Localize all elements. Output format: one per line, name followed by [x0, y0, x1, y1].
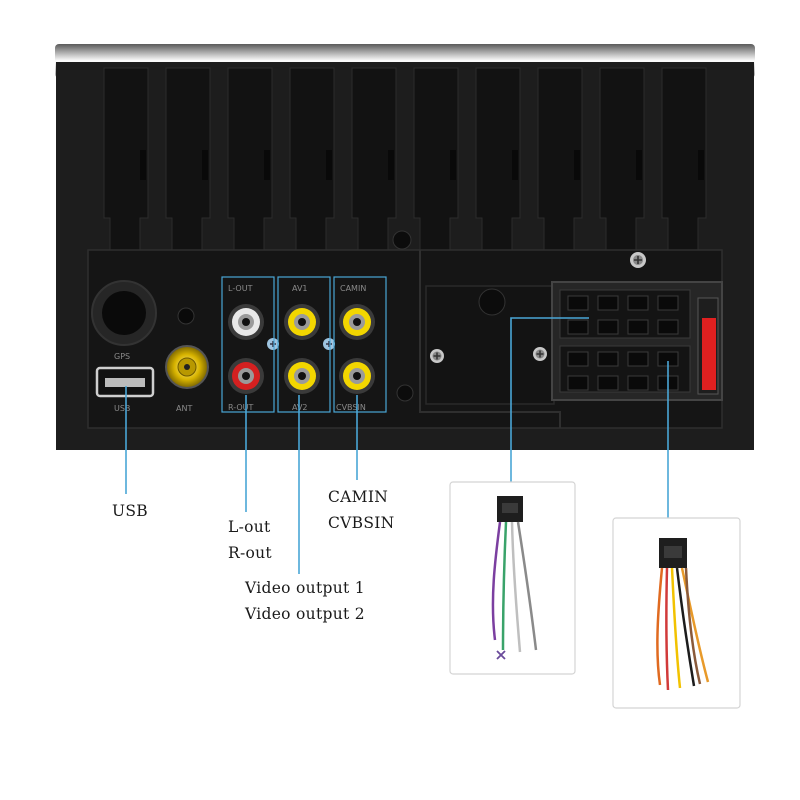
camin-callout: CAMIN	[328, 488, 389, 506]
screw-icon	[323, 338, 335, 350]
camin-group-box	[333, 276, 387, 413]
r-out-label: R-OUT	[228, 403, 253, 412]
iso-pin	[627, 375, 649, 391]
fin-slot	[512, 150, 518, 180]
l-out-callout: L-out	[228, 518, 271, 536]
screw-icon	[430, 349, 444, 363]
l-out-label: L-OUT	[228, 284, 253, 293]
screws	[267, 230, 646, 402]
iso-pin	[627, 319, 649, 335]
mount-hole	[396, 384, 414, 402]
wire-harness-icon	[656, 538, 710, 691]
fuse	[702, 318, 716, 390]
iso-pin	[597, 319, 619, 335]
usb-label: USB	[114, 404, 130, 413]
iso-pin	[567, 351, 589, 367]
mount-hole	[392, 230, 412, 250]
fin-slot	[202, 150, 208, 180]
wire-harness-icon	[491, 496, 538, 660]
rca-groups	[221, 276, 387, 413]
iso-pin	[567, 319, 589, 335]
fin-slot	[636, 150, 642, 180]
cvbsin-label: CVBSIN	[336, 403, 366, 412]
usb-port-icon: USB	[95, 366, 155, 413]
cvbsin-callout: CVBSIN	[328, 514, 395, 532]
rca-jack-icon	[284, 358, 320, 394]
fin-slot	[388, 150, 394, 180]
iso-pin	[657, 295, 679, 311]
camin-label: CAMIN	[340, 284, 366, 293]
rca-jack-icon	[284, 304, 320, 340]
fin-slot	[140, 150, 146, 180]
r-out-callout: R-out	[228, 544, 272, 562]
rca-jack-icon	[339, 304, 375, 340]
video-output-2-callout: Video output 2	[245, 605, 365, 623]
rca-jack-icon	[228, 358, 264, 394]
callout-lines	[125, 317, 669, 574]
screw-icon	[533, 347, 547, 361]
iso-connector-icon	[551, 281, 723, 401]
rca-jack-icon	[339, 358, 375, 394]
screw-icon	[630, 252, 646, 268]
fin-slot	[450, 150, 456, 180]
fin-slot	[698, 150, 704, 180]
harness-card-left	[449, 481, 576, 675]
rca-jack-icon	[228, 304, 264, 340]
gps-label: GPS	[114, 352, 130, 361]
iso-pin	[627, 295, 649, 311]
harness-card-right	[612, 517, 741, 709]
iso-pin	[657, 319, 679, 335]
mount-hole	[478, 288, 506, 316]
iso-pin	[567, 295, 589, 311]
heat-sink-fins	[103, 67, 707, 259]
iso-pin	[567, 375, 589, 391]
panel-ridge	[419, 250, 561, 428]
left-harness-callout-line	[510, 317, 589, 482]
audio-out-group-box	[221, 276, 275, 413]
iso-pin	[627, 351, 649, 367]
antenna-jack: ANT	[165, 345, 209, 413]
iso-pins	[567, 295, 679, 391]
iso-pin	[597, 295, 619, 311]
screw-icon	[267, 338, 279, 350]
rca-jacks	[228, 304, 375, 394]
iso-pin	[597, 375, 619, 391]
usb-callout: USB	[112, 502, 148, 520]
av-out-group-box	[277, 276, 331, 413]
fin-slot	[264, 150, 270, 180]
iso-pin	[597, 351, 619, 367]
video-output-1-callout: Video output 1	[245, 579, 365, 597]
fin-slot	[326, 150, 332, 180]
gps-port: GPS	[91, 280, 195, 361]
fin-slot	[574, 150, 580, 180]
av1-label: AV1	[292, 284, 308, 293]
ant-label: ANT	[176, 404, 192, 413]
